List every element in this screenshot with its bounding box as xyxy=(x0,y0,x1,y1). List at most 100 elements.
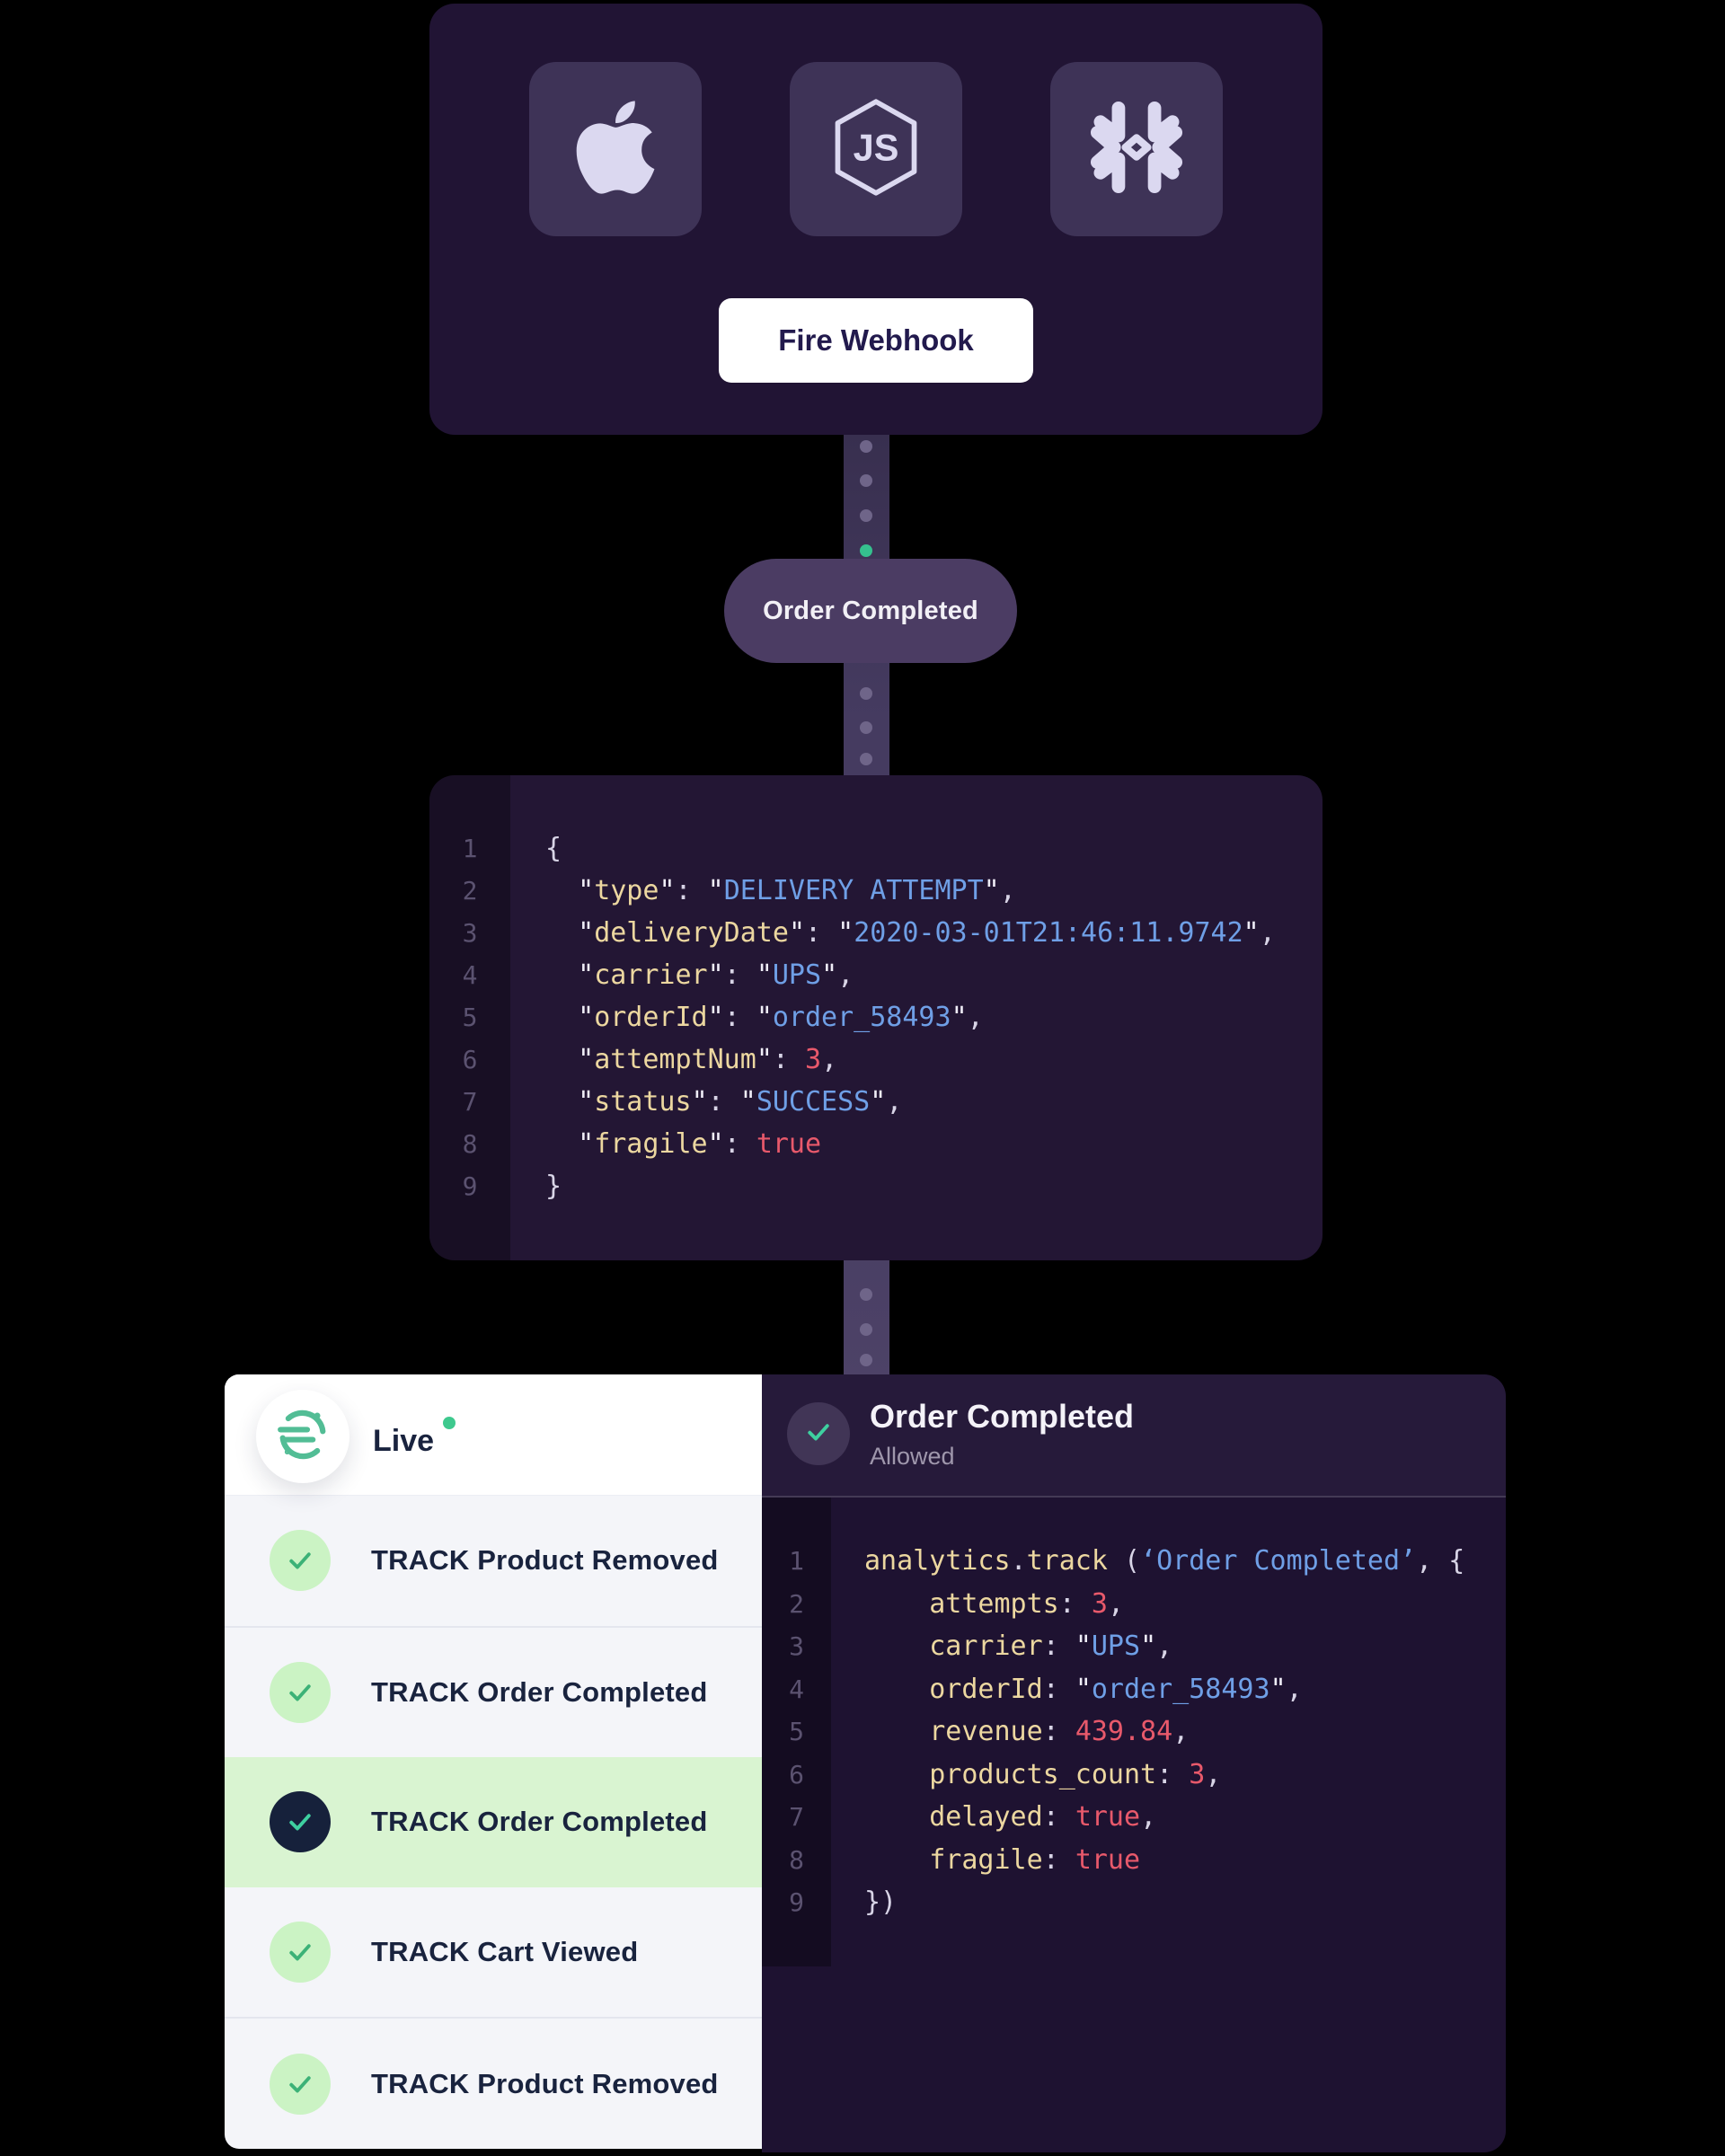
line-number-gutter xyxy=(762,1498,831,1966)
line-number: 7 xyxy=(789,1802,804,1833)
allowed-check-badge xyxy=(787,1402,850,1465)
payload-code-card: 1{2 "type": "DELIVERY ATTEMPT",3 "delive… xyxy=(429,775,1322,1260)
code-line: 2 "type": "DELIVERY ATTEMPT", xyxy=(429,870,1322,912)
line-number: 1 xyxy=(462,834,478,863)
flow-dot xyxy=(860,509,872,522)
line-number: 1 xyxy=(789,1546,804,1577)
live-status-dot xyxy=(443,1417,456,1429)
event-row[interactable]: TRACK Cart Viewed xyxy=(225,1887,762,2018)
live-label: Live xyxy=(373,1424,435,1458)
line-number: 7 xyxy=(462,1087,478,1117)
flow-dot xyxy=(860,1354,872,1366)
line-number: 4 xyxy=(462,960,478,990)
check-icon xyxy=(270,1791,331,1853)
code-line: 3 carrier: "UPS", xyxy=(762,1625,1506,1668)
segment-logo-badge xyxy=(256,1390,349,1483)
check-icon xyxy=(270,1922,331,1984)
line-number: 2 xyxy=(462,876,478,906)
line-number-gutter xyxy=(429,775,510,1260)
code-text: attempts: 3, xyxy=(929,1587,1124,1620)
event-row-label: TRACK Order Completed xyxy=(371,1806,708,1838)
code-text: } xyxy=(545,1171,562,1202)
code-line: 1{ xyxy=(429,827,1322,870)
code-text: fragile: true xyxy=(929,1843,1141,1876)
line-number: 8 xyxy=(462,1129,478,1159)
code-line: 9}) xyxy=(762,1881,1506,1924)
code-text: "deliveryDate": "2020-03-01T21:46:11.974… xyxy=(578,917,1276,949)
event-detail-panel: Order Completed Allowed 1 analytics.track… xyxy=(762,1374,1506,2152)
code-text: analytics.track (‘Order Completed’, { xyxy=(864,1545,1465,1577)
code-text: "orderId": "order_58493", xyxy=(578,1002,984,1033)
code-text: { xyxy=(545,833,562,864)
line-number: 5 xyxy=(462,1003,478,1032)
flow-dot xyxy=(860,474,872,487)
code-line: 8 fragile: true xyxy=(762,1839,1506,1882)
line-number: 8 xyxy=(789,1844,804,1875)
line-number: 4 xyxy=(789,1674,804,1704)
code-line: 7 delayed: true, xyxy=(762,1796,1506,1839)
line-number: 3 xyxy=(462,918,478,948)
event-row-label: TRACK Order Completed xyxy=(371,1675,708,1708)
check-icon xyxy=(270,1530,331,1592)
fire-webhook-button[interactable]: Fire Webhook xyxy=(719,298,1033,383)
check-icon xyxy=(802,1416,835,1453)
source-tile-nodejs: JS xyxy=(790,62,962,236)
line-number: 3 xyxy=(789,1631,804,1662)
source-tile-snowflake xyxy=(1050,62,1223,236)
code-line: 8 "fragile": true xyxy=(429,1123,1322,1165)
order-completed-pill-label: Order Completed xyxy=(763,596,978,625)
code-text: }) xyxy=(864,1886,898,1919)
code-text: "status": "SUCCESS", xyxy=(578,1086,903,1118)
line-number: 2 xyxy=(789,1588,804,1619)
check-icon xyxy=(270,1661,331,1723)
flow-dot xyxy=(860,753,872,765)
event-row[interactable]: TRACK Order Completed xyxy=(225,1625,762,1758)
line-number: 6 xyxy=(462,1045,478,1074)
code-text: "fragile": true xyxy=(578,1128,822,1160)
flow-dot xyxy=(860,1288,872,1301)
code-line: 7 "status": "SUCCESS", xyxy=(429,1081,1322,1123)
code-line: 4 "carrier": "UPS", xyxy=(429,954,1322,996)
sources-card: JS Fire Webhook xyxy=(429,4,1322,435)
apple-icon xyxy=(572,94,659,205)
event-detail-header: Order Completed Allowed xyxy=(762,1374,1506,1498)
code-line: 6 products_count: 3, xyxy=(762,1754,1506,1797)
line-number: 5 xyxy=(789,1717,804,1747)
line-number: 9 xyxy=(789,1887,804,1918)
event-row-label: TRACK Product Removed xyxy=(371,2067,719,2099)
flow-dot xyxy=(860,687,872,700)
event-row[interactable]: TRACK Product Removed xyxy=(225,2017,762,2149)
code-line: 5 "orderId": "order_58493", xyxy=(429,996,1322,1038)
source-tile-apple xyxy=(529,62,702,236)
event-detail-title: Order Completed xyxy=(870,1398,1135,1435)
code-text: "attemptNum": 3, xyxy=(578,1044,838,1075)
code-line: 1 analytics.track (‘Order Completed’, { xyxy=(762,1540,1506,1583)
line-number: 9 xyxy=(462,1171,478,1201)
code-line: 6 "attemptNum": 3, xyxy=(429,1038,1322,1081)
nodejs-icon: JS xyxy=(829,97,923,202)
source-tiles: JS xyxy=(429,62,1322,236)
destination-panel-header: Live xyxy=(225,1374,762,1496)
code-line: 3 "deliveryDate": "2020-03-01T21:46:11.9… xyxy=(429,912,1322,954)
event-row[interactable]: TRACK Product Removed xyxy=(225,1496,762,1626)
segment-logo-icon xyxy=(275,1407,331,1467)
event-row-selected[interactable]: TRACK Order Completed xyxy=(225,1757,762,1887)
code-text: "type": "DELIVERY ATTEMPT", xyxy=(578,875,1016,906)
event-row-label: TRACK Cart Viewed xyxy=(371,1936,639,1968)
flow-dot xyxy=(860,1323,872,1336)
code-line: 5 revenue: 439.84, xyxy=(762,1710,1506,1754)
line-number: 6 xyxy=(789,1759,804,1789)
flow-dot xyxy=(860,721,872,734)
svg-text:JS: JS xyxy=(854,126,899,168)
check-icon xyxy=(270,2053,331,2115)
code-text: delayed: true, xyxy=(929,1801,1157,1833)
order-completed-pill[interactable]: Order Completed xyxy=(724,559,1017,663)
code-text: products_count: 3, xyxy=(929,1758,1222,1790)
code-text: carrier: "UPS", xyxy=(929,1630,1173,1663)
snowflake-icon xyxy=(1084,94,1190,205)
